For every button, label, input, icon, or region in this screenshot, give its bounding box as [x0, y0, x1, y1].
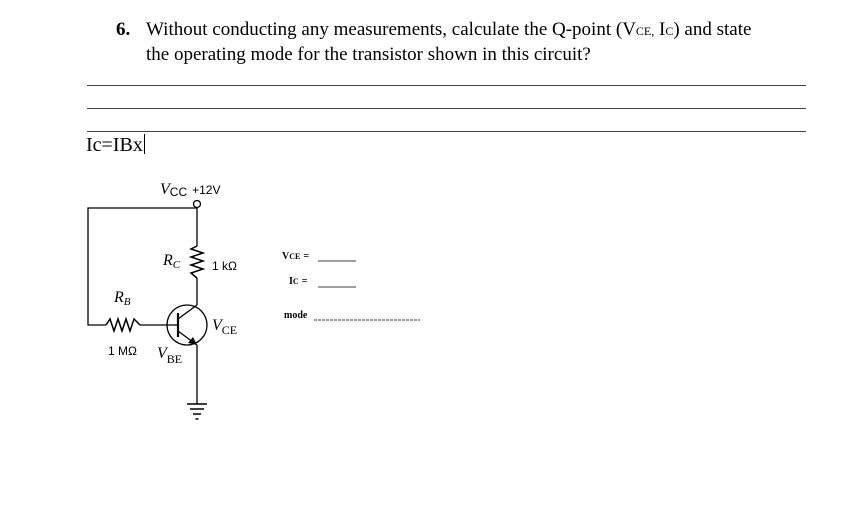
- answer-line-1: [87, 85, 806, 86]
- vcc-terminal: [192, 199, 202, 209]
- rc-resistor: [188, 245, 206, 279]
- emitter-arrow: [188, 337, 197, 345]
- answer-line-3: [87, 131, 806, 132]
- vbe-label: VBE: [157, 345, 182, 366]
- question-number: 6.: [116, 19, 131, 40]
- answer-input[interactable]: Ic=IBx: [86, 134, 145, 156]
- transistor: [166, 304, 208, 346]
- mode-label: mode: [284, 310, 308, 321]
- ic-result-label: IC=: [289, 276, 308, 287]
- vce-result-label: VCE=: [282, 251, 309, 262]
- rb-value: 1 MΩ: [108, 344, 137, 358]
- question-line1-sub2: C: [665, 24, 674, 38]
- vce-label: VCE: [212, 317, 237, 337]
- ground-symbol: [187, 403, 207, 420]
- text-cursor: [143, 134, 145, 154]
- question-line1-mid: I: [654, 19, 666, 40]
- answer-line-2: [87, 108, 806, 109]
- question-line2: the operating mode for the transistor sh…: [146, 44, 591, 65]
- rc-value: 1 kΩ: [212, 259, 237, 273]
- transistor-body: [166, 304, 208, 346]
- wire-feedback: [87, 207, 197, 326]
- question-text: Without conducting any measurements, cal…: [146, 18, 816, 66]
- answer-text: Ic=IBx: [86, 134, 143, 156]
- rb-label: RB: [113, 289, 131, 308]
- rc-label: RC: [162, 252, 181, 271]
- rb-resistor: [105, 316, 141, 334]
- transistor-collector: [177, 304, 198, 320]
- circuit-wires: [87, 207, 198, 404]
- question-line1-sub1: CE,: [635, 24, 655, 38]
- question-line1-post: ) and state: [673, 19, 752, 40]
- vcc-label: VCC+12V: [160, 181, 220, 199]
- question-line1-pre: Without conducting any measurements, cal…: [146, 19, 636, 40]
